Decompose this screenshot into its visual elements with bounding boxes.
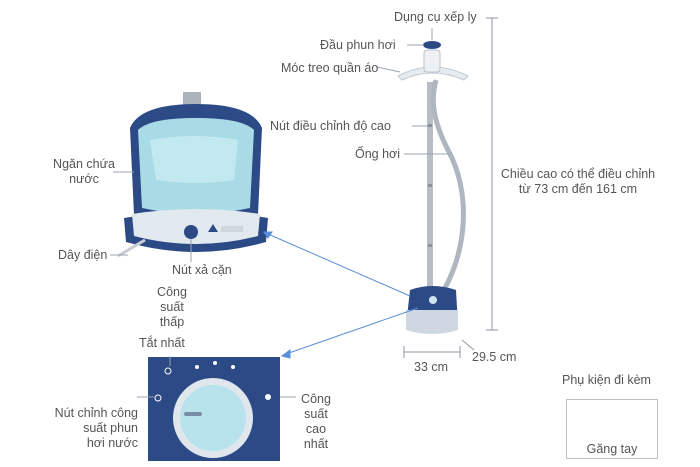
water-tank-zoom — [117, 92, 268, 258]
label-high-power: Công suất cao nhất — [296, 392, 336, 452]
label-water-tank: Ngăn chứa nước — [50, 157, 118, 187]
pleat-tool — [423, 41, 441, 49]
label-height-range-line1: Chiều cao có thể điều chỉnh — [500, 167, 656, 181]
label-low-power-line1: Công — [157, 285, 187, 299]
label-steam-hose: Ống hơi — [355, 147, 401, 161]
label-low-power: Công suất thấp — [150, 285, 194, 330]
telescopic-pole — [427, 82, 433, 294]
label-width-dimension: 33 cm — [414, 360, 449, 374]
zoom-arrows — [263, 231, 419, 359]
label-height-button: Nút điều chỉnh độ cao — [270, 119, 391, 133]
leader-lines-dial — [137, 356, 296, 398]
power-cord — [117, 238, 146, 258]
label-depth-dimension: 29.5 cm — [472, 350, 517, 364]
label-adjust-line2: suất phun — [83, 421, 138, 435]
label-high-power-line3: cao — [305, 422, 327, 436]
drain-knob — [184, 225, 198, 239]
dial-pointer — [184, 412, 202, 416]
label-high-power-line4: nhất — [303, 437, 329, 451]
label-accessory-title: Phụ kiện đi kèm — [562, 373, 651, 387]
label-spray-head: Đầu phun hơi — [320, 38, 396, 52]
label-power-adjust: Nút chỉnh công suất phun hơi nước — [34, 406, 138, 451]
label-power-cord: Dây điện — [58, 248, 108, 262]
label-low-power-line2: suất — [160, 300, 184, 314]
label-drain-button: Nút xả cặn — [172, 263, 232, 277]
spray-head — [423, 49, 441, 73]
label-height-range: Chiều cao có thể điều chỉnh từ 73 cm đến… — [494, 167, 662, 197]
label-high-power-line1: Công — [301, 392, 331, 406]
hanger — [397, 66, 469, 81]
standing-steamer-image — [397, 17, 498, 358]
label-pleat-tool: Dụng cụ xếp ly — [394, 10, 477, 24]
label-water-tank-line1: Ngăn chứa — [53, 157, 115, 171]
label-glove: Găng tay — [586, 442, 638, 456]
label-height-range-line2: từ 73 cm đến 161 cm — [518, 182, 638, 196]
label-adjust-line3: hơi nước — [86, 436, 138, 450]
leader-lines-right — [376, 28, 450, 155]
label-high-power-line2: suất — [304, 407, 328, 421]
dial-zoom — [148, 357, 280, 461]
accessory-box — [566, 399, 658, 459]
label-low-power-line3: thấp — [159, 315, 185, 329]
label-adjust-line1: Nút chỉnh công — [54, 406, 138, 420]
label-hanger: Móc treo quần áo — [281, 61, 379, 75]
label-off: Tắt nhất — [139, 336, 185, 350]
label-water-tank-line2: nước — [69, 172, 99, 186]
leader-lines-left — [110, 171, 192, 262]
depth-dimension-line — [461, 339, 475, 351]
steam-hose — [430, 79, 466, 302]
